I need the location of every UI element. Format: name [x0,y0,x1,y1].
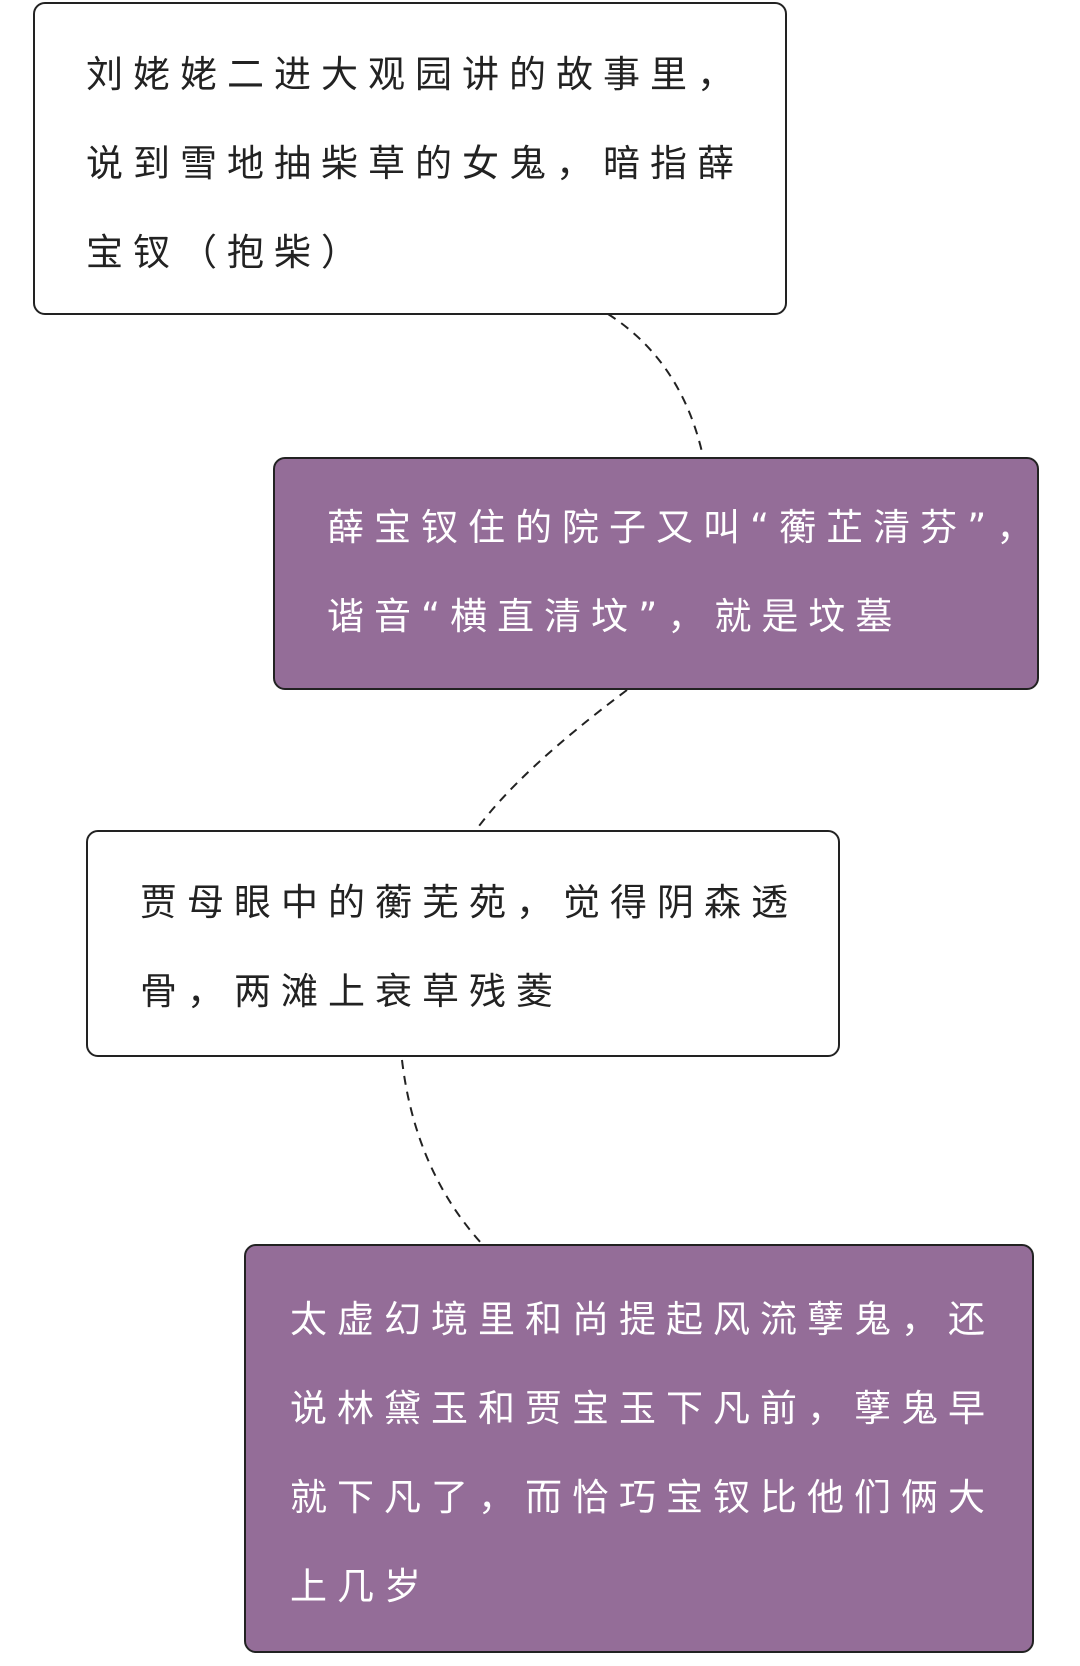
text-line: 说到雪地抽柴草的女鬼，暗指薛 [86,142,744,185]
connector-1-2 [607,313,703,453]
node-2-text: 薛宝钗住的院子又叫“蘅芷清芬”， 谐音“横直清坟”，就是坟墓 [327,483,1043,661]
text-line: 说林黛玉和贾宝玉下凡前，孽鬼早 [290,1387,995,1430]
connector-2-3 [475,689,628,831]
node-4 [244,1244,1034,1653]
text-line: 太虚幻境里和尚提起风流孽鬼，还 [290,1298,995,1341]
text-line: 骨，两滩上衰草残菱 [140,970,563,1013]
node-1-text: 刘姥姥二进大观园讲的故事里， 说到雪地抽柴草的女鬼，暗指薛 宝钗（抱柴） [86,30,744,297]
text-line: 上几岁 [290,1565,431,1608]
node-1 [33,2,787,315]
text-line: 宝钗（抱柴） [86,231,368,274]
node-2 [273,457,1039,690]
node-3-text: 贾母眼中的蘅芜苑，觉得阴森透 骨，两滩上衰草残菱 [140,858,798,1036]
text-line: 薛宝钗住的院子又叫“蘅芷清芬”， [327,506,1044,549]
node-3 [86,830,840,1057]
text-line: 刘姥姥二进大观园讲的故事里， [86,53,744,96]
text-line: 就下凡了，而恰巧宝钗比他们俩大 [290,1476,995,1519]
node-4-text: 太虚幻境里和尚提起风流孽鬼，还 说林黛玉和贾宝玉下凡前，孽鬼早 就下凡了，而恰巧… [290,1275,995,1631]
text-line: 谐音“横直清坟”，就是坟墓 [327,595,903,638]
text-line: 贾母眼中的蘅芜苑，觉得阴森透 [140,881,798,924]
connector-3-4 [401,1059,483,1245]
